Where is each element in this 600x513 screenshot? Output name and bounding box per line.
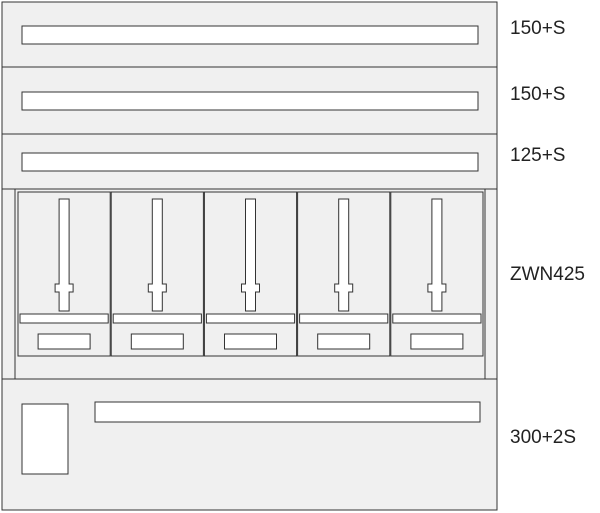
meter-module-1-bar: [19, 313, 109, 324]
meter-module-1: [17, 191, 111, 357]
meter-module-4: [297, 191, 391, 357]
row-3-panel: [1, 133, 498, 190]
row-5-small-box: [21, 403, 69, 475]
meter-module-4-bar: [299, 313, 389, 324]
row-3-label: 125+S: [510, 145, 566, 166]
row-3-rail: [21, 152, 479, 172]
meter-module-5-window: [410, 333, 464, 350]
meter-module-5: [390, 191, 484, 357]
meter-module-2-window: [130, 333, 184, 350]
meter-module-5-post: [427, 198, 447, 312]
meter-module-3-post: [241, 198, 260, 312]
meter-group: [17, 191, 484, 357]
row-2-label: 150+S: [510, 84, 566, 105]
meter-module-2-post: [147, 198, 167, 312]
row-5-panel: [1, 378, 498, 511]
meter-module-3-window: [224, 333, 277, 350]
meter-module-1-window: [37, 333, 91, 350]
row-2-rail: [21, 91, 479, 111]
meter-module-2: [110, 191, 204, 357]
meter-module-3: [203, 191, 298, 357]
meter-module-5-bar: [392, 313, 482, 324]
row-4-label: ZWN425: [510, 264, 585, 285]
row-5-rail: [94, 401, 481, 423]
meter-module-4-post: [334, 198, 354, 312]
meter-module-1-post: [54, 198, 74, 312]
row-5-label: 300+2S: [510, 427, 577, 448]
meter-module-4-window: [317, 333, 371, 350]
meter-module-3-bar: [205, 313, 296, 324]
meter-module-2-bar: [112, 313, 202, 324]
row-1-panel: [1, 1, 498, 68]
row-2-panel: [1, 66, 498, 135]
row-4-panel: [1, 188, 498, 380]
row-1-label: 150+S: [510, 18, 566, 39]
row-1-rail: [21, 25, 479, 45]
